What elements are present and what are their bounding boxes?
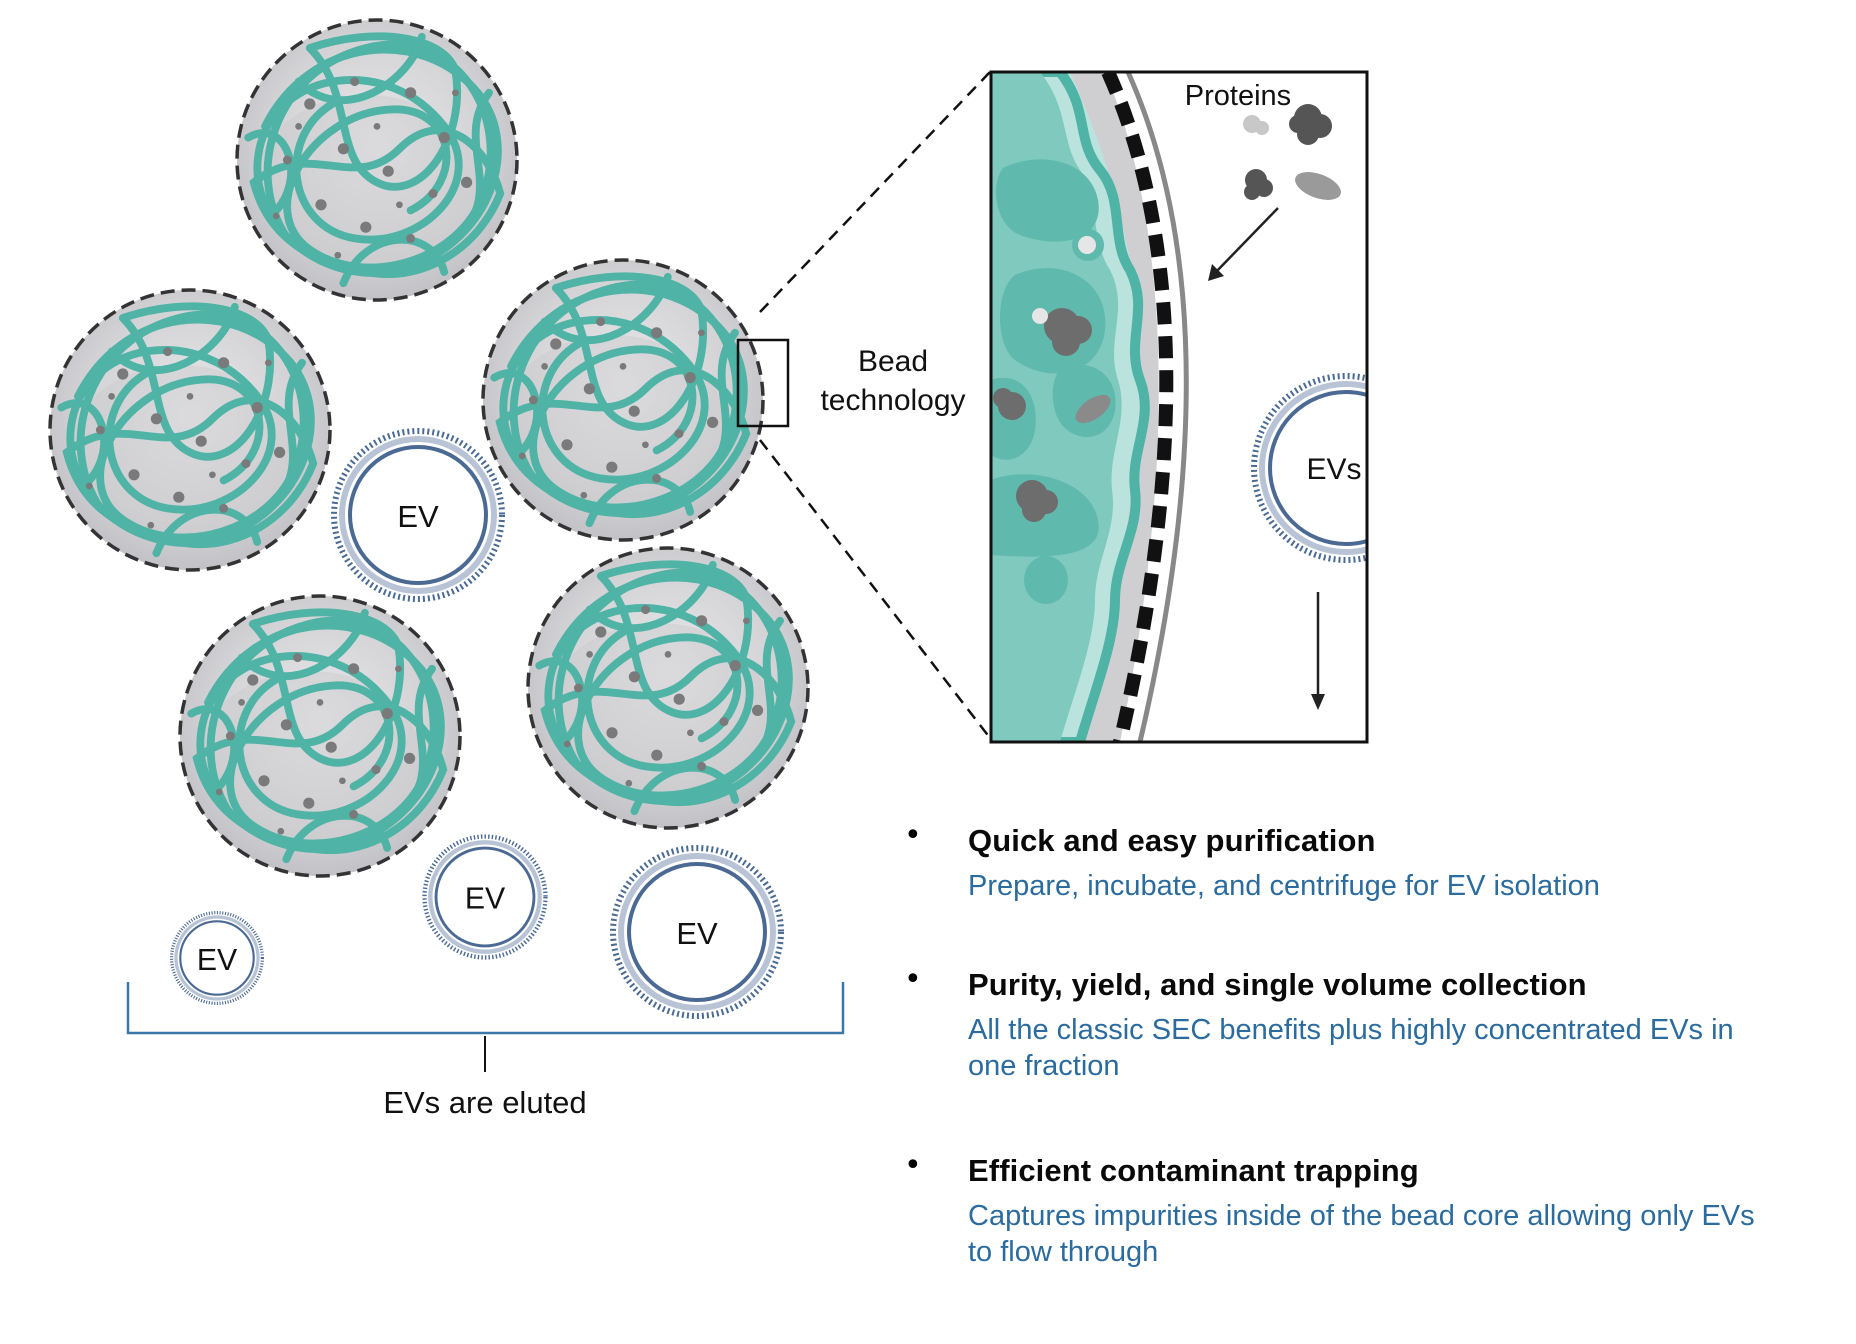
ev-label: EV [465,883,506,916]
feature-title: Quick and easy purification [968,823,1376,858]
inset-panel: Proteins EVs [989,70,1369,744]
ev-label: EV [197,944,238,977]
feature-title: Efficient contaminant trapping [968,1153,1419,1188]
ev-vesicle-3: EV [613,848,781,1016]
zoom-source-box [736,338,790,428]
bead-4 [180,596,460,876]
bead-5 [528,548,808,828]
arrow-down-icon [1311,592,1325,710]
bead-tech-label-line2: technology [820,384,965,417]
arrow-diagonal-icon [1208,207,1279,281]
bullet-icon: • [904,818,922,853]
feature-description: All the classic SEC benefits plus highly… [968,1014,1734,1082]
elution-bracket [126,982,845,1035]
bead-tech-label-line1: Bead [858,345,928,378]
ev-label: EV [676,916,718,951]
evs-label: EVs [1306,453,1361,486]
ev-vesicle-4: EV [170,911,264,1005]
ev-vesicle-1: EV [334,431,502,599]
bead-3 [483,260,763,540]
feature-description: Prepare, incubate, and centrifuge for EV… [968,870,1600,902]
proteins-label: Proteins [1185,80,1291,112]
feature-item: • Purity, yield, and single volume colle… [900,962,1768,1084]
bullet-icon: • [904,1148,922,1183]
feature-item: • Quick and easy purification Prepare, i… [900,818,1768,904]
ev-label: EV [397,499,439,534]
feature-title: Purity, yield, and single volume collect… [968,967,1587,1002]
feature-description: Captures impurities inside of the bead c… [968,1200,1755,1268]
feature-item: • Efficient contaminant trapping Capture… [900,1148,1768,1270]
zoom-line-top [759,71,991,313]
eluted-label: EVs are eluted [383,1085,586,1120]
bead-1 [237,20,517,300]
zoom-line-bottom [759,439,991,739]
bullet-icon: • [904,962,922,997]
bead-2 [50,290,330,570]
ev-vesicle-inset [1251,373,1367,563]
ev-vesicle-2: EV [425,837,546,958]
